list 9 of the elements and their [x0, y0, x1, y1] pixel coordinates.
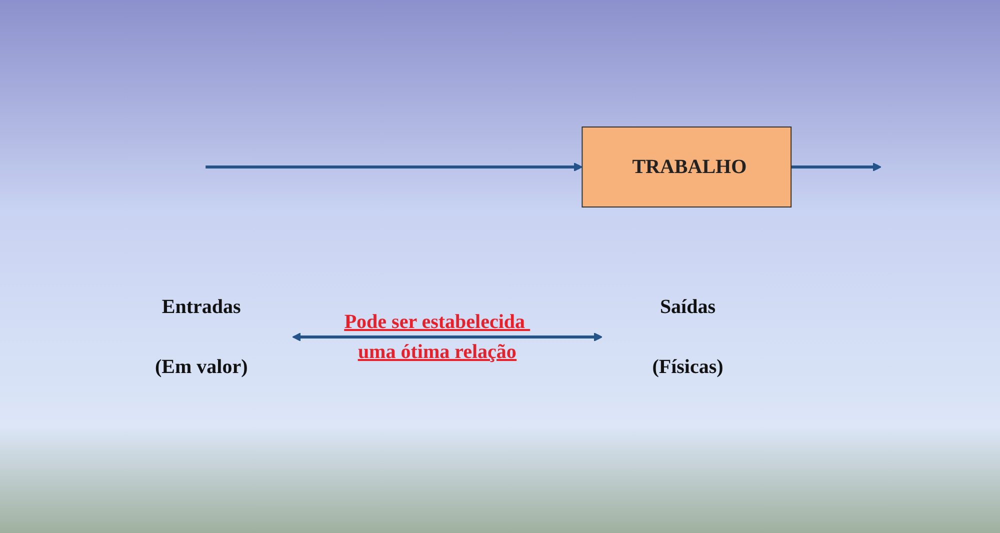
arrow — [791, 162, 882, 171]
edge-label: Pode ser estabelecida uma ótima relação — [344, 310, 525, 362]
node-label: (Físicas) — [652, 356, 724, 378]
node-box: TRABALHO — [582, 126, 792, 207]
node-label: (Em valor) — [154, 356, 248, 378]
node-text: Saídas — [660, 296, 716, 318]
node-text: Entradas — [162, 296, 241, 318]
arrow — [206, 162, 583, 171]
arrow — [292, 332, 603, 341]
